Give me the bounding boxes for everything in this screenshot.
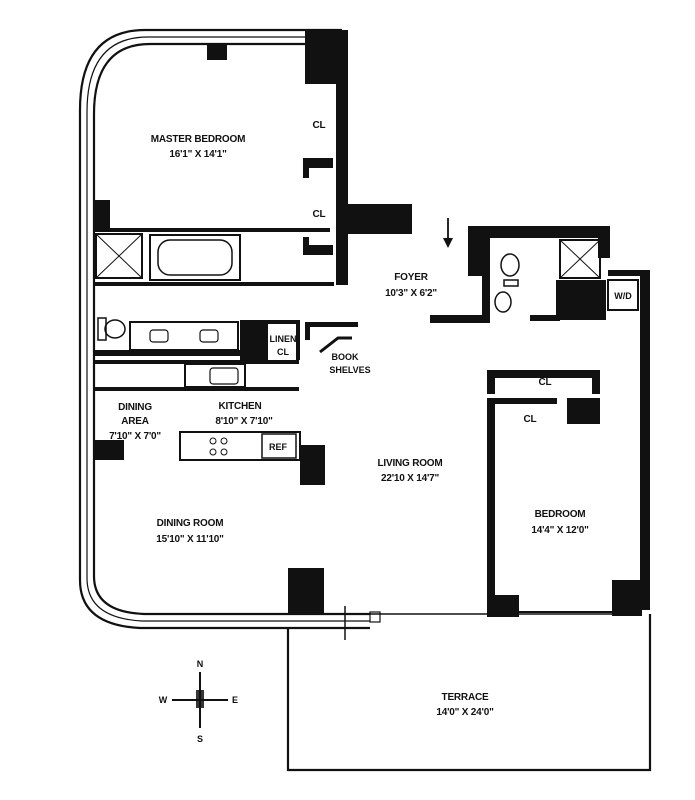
kitchen-sink xyxy=(184,363,246,388)
bedroom-dims: 14'4" X 12'0" xyxy=(531,525,589,536)
bedroom-name: BEDROOM xyxy=(535,509,586,520)
exterior-wall xyxy=(78,28,370,630)
linen-closet-line1: LINEN xyxy=(270,334,297,344)
book-shelves-line1: BOOK xyxy=(332,352,360,362)
terrace-dims: 14'0" X 24'0" xyxy=(436,707,494,718)
dining-area-dims: 7'10" X 7'0" xyxy=(109,431,161,442)
compass-west: W xyxy=(159,695,168,705)
foyer-dims: 10'3" X 6'2" xyxy=(385,288,437,299)
washer-dryer xyxy=(607,279,639,311)
bedroom-closet-label-2: CL xyxy=(524,414,537,425)
ref-label: REF xyxy=(269,442,288,452)
kitchen-range xyxy=(179,431,301,461)
entry-arrow xyxy=(443,218,453,248)
book-shelves-line2: SHELVES xyxy=(329,365,370,375)
bedroom-closet-label: CL xyxy=(539,377,552,388)
interior-lines xyxy=(369,611,640,623)
compass-south: S xyxy=(197,734,203,744)
master-toilet xyxy=(97,317,126,341)
linen-closet-line2: CL xyxy=(277,347,289,357)
compass-icon: N S W E xyxy=(159,659,238,744)
master-bedroom-name: MASTER BEDROOM xyxy=(151,134,245,145)
master-closet-label-2: CL xyxy=(313,209,326,220)
foyer-name: FOYER xyxy=(394,272,428,283)
living-room-dims: 22'10 X 14'7" xyxy=(381,473,440,484)
master-bedroom-dims: 16'1" X 14'1" xyxy=(169,149,227,160)
master-vanity xyxy=(129,321,239,351)
second-shower xyxy=(559,239,601,279)
dining-room-dims: 15'10" X 11'10" xyxy=(156,534,224,545)
dining-area-line1: DINING xyxy=(118,402,152,413)
master-closet-label: CL xyxy=(313,120,326,131)
compass-east: E xyxy=(232,695,238,705)
dining-area-line2: AREA xyxy=(121,416,149,427)
kitchen-dims: 8'10" X 7'10" xyxy=(215,416,273,427)
master-bathtub xyxy=(149,234,241,281)
terrace xyxy=(286,606,652,772)
terrace-name: TERRACE xyxy=(442,692,489,703)
master-shower xyxy=(95,233,143,279)
dining-room-name: DINING ROOM xyxy=(157,518,224,529)
walls xyxy=(94,30,650,617)
wd-label: W/D xyxy=(614,291,632,301)
compass-north: N xyxy=(197,659,204,669)
kitchen-name: KITCHEN xyxy=(218,401,261,412)
second-bath-toilets xyxy=(494,253,520,313)
living-room-name: LIVING ROOM xyxy=(377,458,442,469)
